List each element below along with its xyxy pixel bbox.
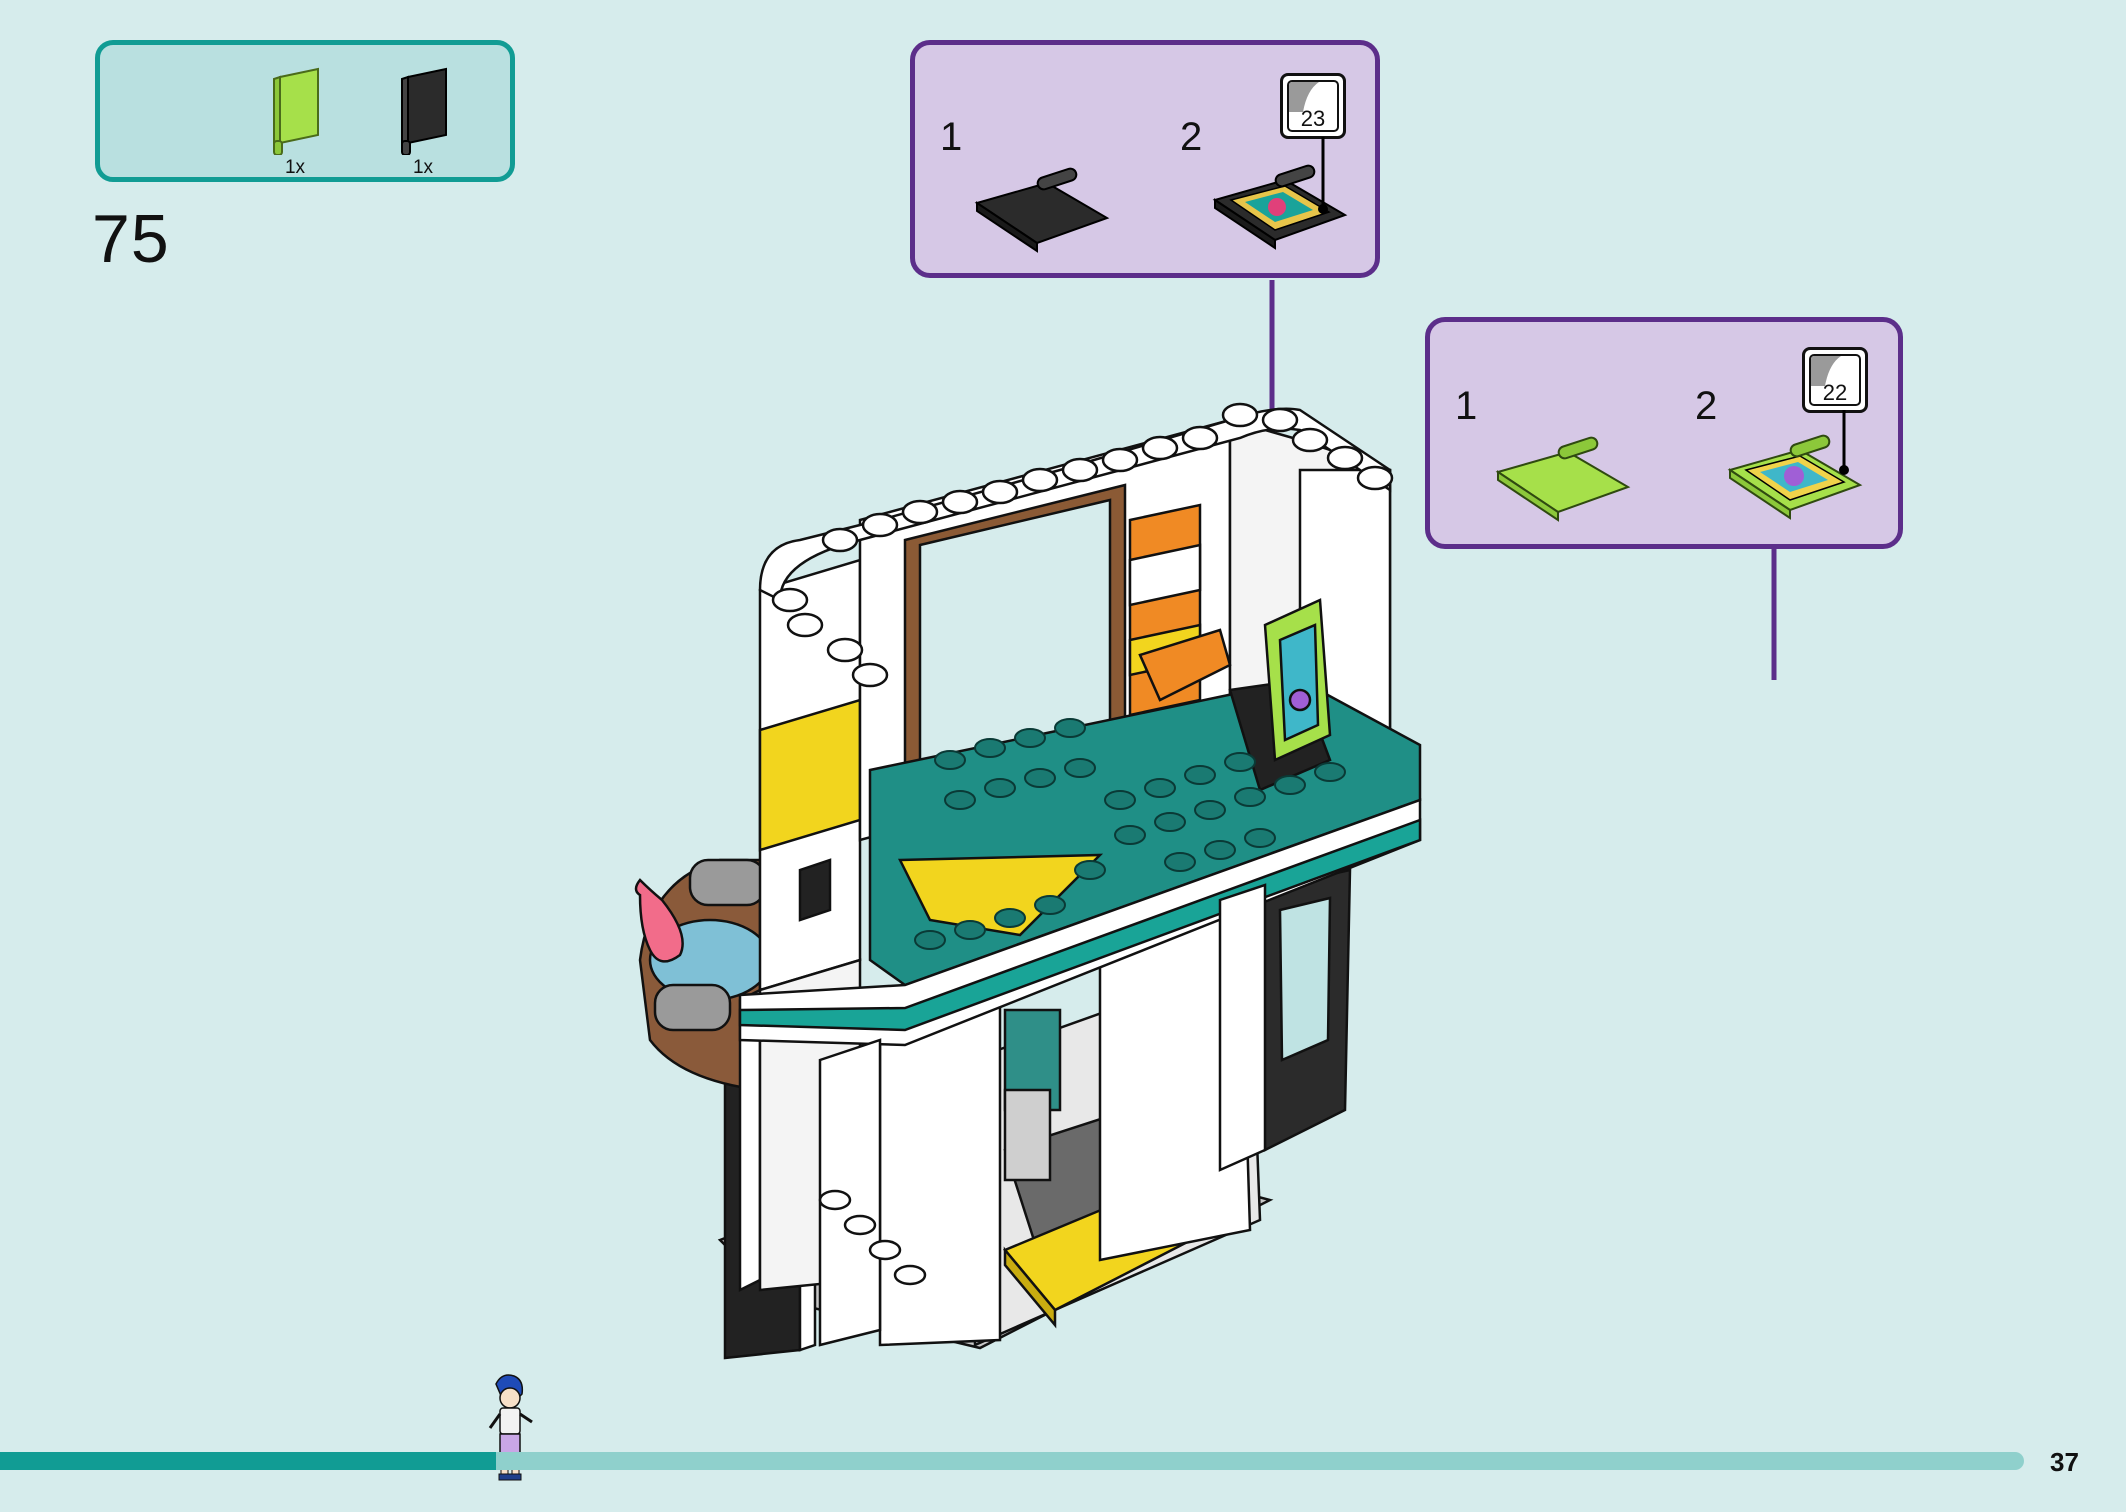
sticker-peel-icon [1289,82,1319,112]
part-quantity: 1x [284,157,306,178]
substep-number: 2 [1180,115,1203,159]
sub-assembly-callout: 1 2 23 [910,40,1380,278]
black-hinge-plate-icon [401,67,447,155]
parts-list-item: 1x [378,65,468,179]
substep-number: 1 [940,115,963,159]
sticker-peel-icon [1811,356,1841,386]
round-planter [634,858,772,1092]
parts-list-box: 1x 1x [95,40,515,182]
lime-hinge-plate-piece [1495,436,1631,522]
sticker-number: 22 [1822,380,1848,405]
sticker-number: 23 [1300,106,1326,131]
progress-track [0,1452,2024,1470]
page-number: 37 [2050,1447,2079,1477]
top-rim [758,402,1394,688]
progress-fill [0,1452,496,1470]
stickered-black-plate-piece [1212,164,1348,250]
sticker-reference-tag: 23 [1280,73,1346,139]
stickered-lime-plate-piece [1727,434,1863,520]
placement-arrow [1329,549,1777,710]
parts-list-item: 1x [250,65,340,179]
substep-number: 2 [1695,384,1718,428]
black-hinge-plate-piece [974,167,1110,253]
part-quantity: 1x [412,157,434,178]
sticker-leader-line [1839,410,1849,475]
sticker-reference-tag: 22 [1802,347,1868,413]
substep-number: 1 [1455,384,1478,428]
sub-assembly-callout: 1 2 22 [1425,317,1903,549]
sticker-leader-line [1318,137,1328,214]
lime-green-hinge-plate-icon [273,67,319,155]
floor-studs [914,718,1346,950]
step-number: 75 [92,201,170,277]
front-columns [818,883,1267,1347]
